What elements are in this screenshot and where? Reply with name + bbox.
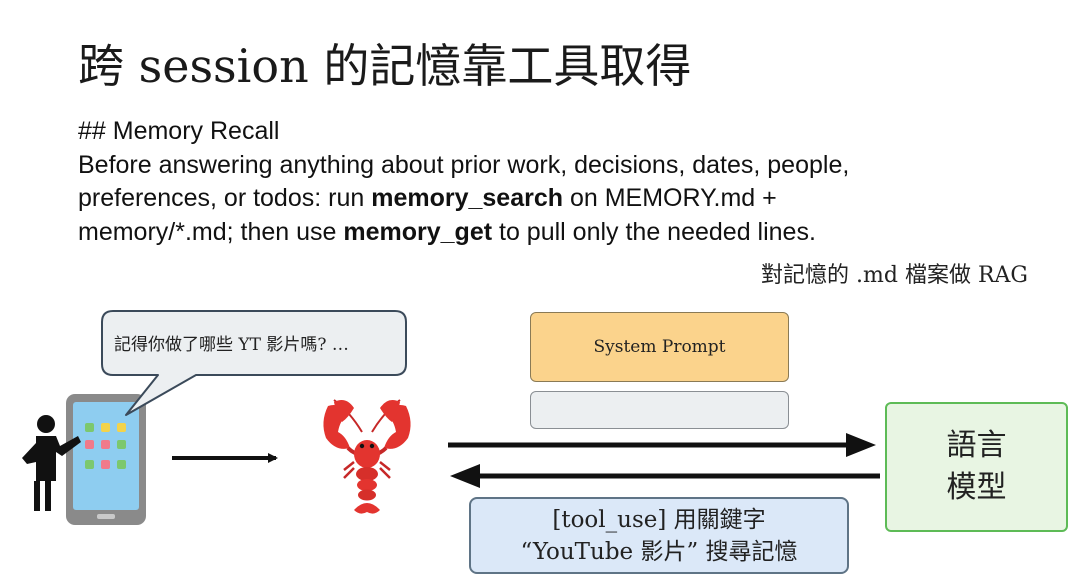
- lobster-icon: [323, 399, 411, 514]
- context-block: [530, 391, 789, 429]
- system-prompt-box: System Prompt: [530, 312, 789, 382]
- tool-use-box: [tool_use] 用關鍵字 “YouTube 影片” 搜尋記憶: [469, 497, 849, 574]
- memory-recall-prompt: ## Memory Recall Before answering anythi…: [78, 115, 978, 249]
- speech-bubble: [101, 310, 407, 416]
- memory-recall-line-1: Before answering anything about prior wo…: [78, 150, 850, 179]
- memory-recall-line-2: preferences, or todos: run memory_search…: [78, 182, 978, 216]
- person-icon: [22, 415, 81, 511]
- tool-use-line-2: “YouTube 影片” 搜尋記憶: [520, 538, 798, 565]
- tool-use-line-1: [tool_use] 用關鍵字: [552, 506, 766, 533]
- memory-search-keyword: memory_search: [371, 184, 564, 212]
- slide-title: 跨 session 的記憶靠工具取得: [78, 39, 692, 93]
- line-3-text-after: to pull only the needed lines.: [492, 217, 816, 246]
- language-model-line-1: 語言: [946, 428, 1007, 463]
- system-prompt-label: System Prompt: [593, 337, 726, 357]
- line-2-text-after: on MEMORY.md +: [563, 184, 777, 212]
- memory-recall-line-3: memory/*.md; then use memory_get to pull…: [78, 216, 978, 250]
- arrowhead-to-model: [846, 433, 876, 457]
- language-model-box: 語言 模型: [885, 402, 1068, 532]
- speech-bubble-text: 記得你做了哪些 YT 影片嗎? …: [114, 335, 349, 355]
- language-model-line-2: 模型: [946, 470, 1007, 505]
- rag-note: 對記憶的 .md 檔案做 RAG: [761, 263, 1028, 288]
- arrowhead-to-agent: [450, 464, 480, 488]
- phone-icon: [66, 394, 146, 525]
- memory-get-keyword: memory_get: [343, 217, 493, 246]
- line-2-text-before: preferences, or todos: run: [78, 184, 372, 212]
- memory-recall-heading: ## Memory Recall: [78, 117, 280, 145]
- line-3-text-before: memory/*.md; then use: [78, 217, 344, 246]
